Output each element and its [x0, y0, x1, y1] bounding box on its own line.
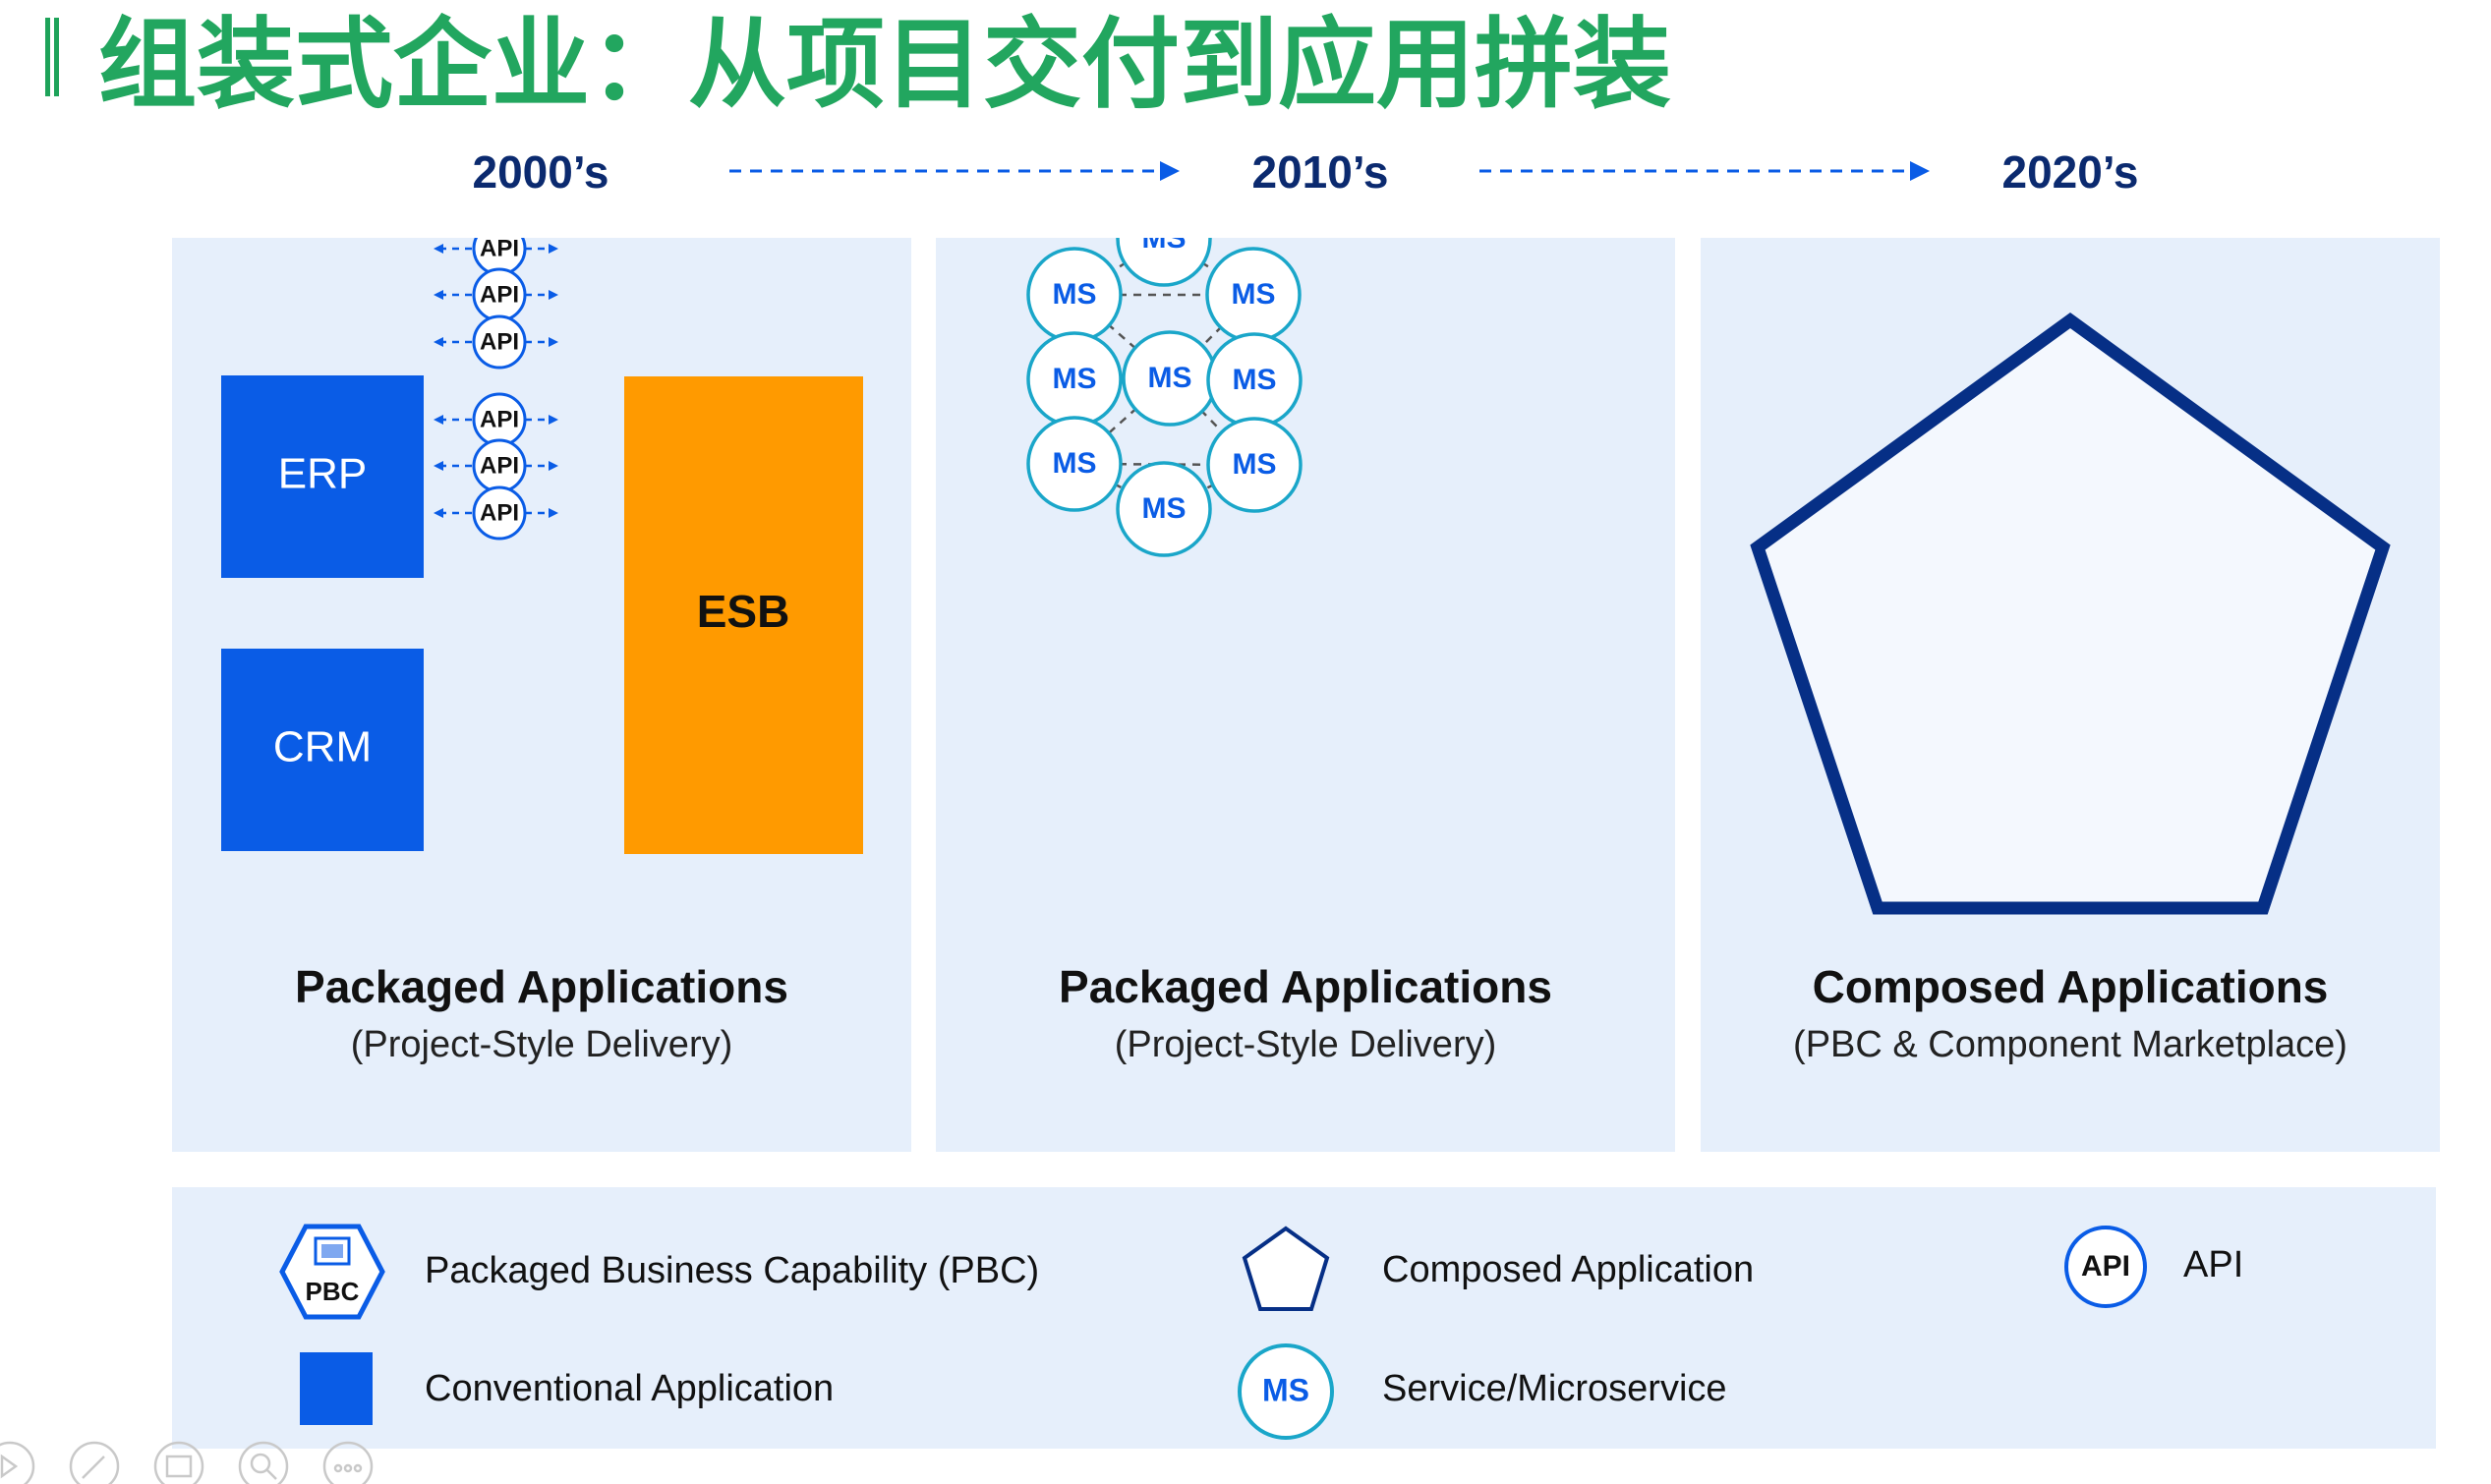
- ms-label: MS: [1053, 447, 1097, 480]
- api-label: API: [480, 238, 519, 261]
- era-label-2020s: 2020’s: [2001, 146, 2139, 198]
- ms-node: [1206, 417, 1303, 513]
- composed-pentagon: [1750, 312, 2391, 915]
- esb-diagram: ERP CRM ESB API API API API API API: [221, 238, 863, 854]
- panel-composed: PBCPBCPBCPBCPBCPBCPBC Composed Applicati…: [1701, 238, 2440, 1152]
- ms-label: MS: [1053, 278, 1097, 311]
- esb-label: ESB: [697, 586, 790, 637]
- ms-label: MS: [1142, 492, 1187, 525]
- legend-pentagon-icon: [1242, 1226, 1330, 1311]
- ms-diagram: MS MS MS MS MS MS MS MS MS: [1026, 238, 1303, 557]
- api-circle: [472, 314, 527, 370]
- pbc-diagram: PBCPBCPBCPBCPBCPBCPBC: [1750, 312, 2391, 915]
- ms-node: [1026, 416, 1123, 512]
- ms-nodes: MS MS MS MS MS MS MS MS MS: [1026, 238, 1303, 557]
- timeline-arrow-1: [729, 161, 1180, 181]
- esb-box: [624, 376, 863, 854]
- pen-icon: [69, 1441, 120, 1484]
- legend-ms-icon: MS: [1238, 1343, 1334, 1440]
- legend-pbc-icon: PBC: [279, 1224, 385, 1320]
- era-label-2000s: 2000’s: [472, 146, 609, 198]
- legend-pbc-text: Packaged Business Capability (PBC): [425, 1250, 1040, 1291]
- caption-title-1: Packaged Applications: [295, 961, 788, 1012]
- legend-ms-icon-label: MS: [1262, 1372, 1309, 1407]
- ms-label: MS: [1053, 363, 1097, 395]
- api-connectors: API API API API API API: [434, 238, 558, 541]
- more-icon: [322, 1441, 374, 1484]
- ms-label: MS: [1233, 364, 1277, 396]
- legend-api-icon: API: [2064, 1226, 2147, 1308]
- slide-title: 组装式企业：从项目交付到应用拼装: [98, 7, 1671, 122]
- legend-composed-text: Composed Application: [1382, 1249, 1755, 1290]
- layout-icon: [153, 1441, 204, 1484]
- legend-conventional-text: Conventional Application: [425, 1368, 835, 1409]
- erp-label: ERP: [278, 450, 367, 498]
- panel-packaged-esb: ERP CRM ESB API API API API API API Packaged …: [172, 238, 911, 1152]
- erp-box: [221, 375, 424, 578]
- ms-node: [1116, 238, 1212, 287]
- caption-title-2: Packaged Applications: [1059, 961, 1552, 1012]
- api-label: API: [480, 406, 519, 432]
- ms-label: MS: [1148, 362, 1192, 394]
- api-circle: [472, 485, 527, 541]
- legend-api-text: API: [2183, 1244, 2244, 1285]
- legend-ms-text: Service/Microservice: [1382, 1368, 1727, 1409]
- ms-label: MS: [1233, 448, 1277, 481]
- player-controls[interactable]: [0, 1435, 413, 1484]
- api-label: API: [480, 328, 519, 355]
- zoom-icon: [238, 1441, 289, 1484]
- api-label: API: [480, 452, 519, 479]
- crm-label: CRM: [273, 723, 372, 771]
- crm-box: [221, 649, 424, 851]
- title-accent-bar: [45, 18, 59, 96]
- legend-api-icon-label: API: [2081, 1250, 2130, 1283]
- legend-pbc-icon-label: PBC: [306, 1277, 360, 1306]
- caption-sub-3: (PBC & Component Marketplace): [1793, 1024, 2347, 1065]
- caption-title-3: Composed Applications: [1812, 961, 2329, 1012]
- play-icon: [0, 1441, 35, 1484]
- ms-label: MS: [1142, 238, 1187, 255]
- caption-sub-2: (Project-Style Delivery): [1114, 1024, 1497, 1065]
- panel-packaged-ms: MS MS MS MS MS MS MS MS MS Packaged Applications…: [936, 238, 1675, 1152]
- legend-panel: PBC Packaged Business Capability (PBC) C…: [172, 1187, 2436, 1449]
- legend-conventional-icon: [300, 1352, 373, 1425]
- api-label: API: [480, 499, 519, 526]
- ms-node: [1116, 461, 1212, 557]
- era-label-2010s: 2010’s: [1251, 146, 1389, 198]
- timeline-arrow-2: [1479, 161, 1930, 181]
- ms-label: MS: [1232, 278, 1276, 311]
- api-label: API: [480, 281, 519, 308]
- caption-sub-1: (Project-Style Delivery): [350, 1024, 733, 1065]
